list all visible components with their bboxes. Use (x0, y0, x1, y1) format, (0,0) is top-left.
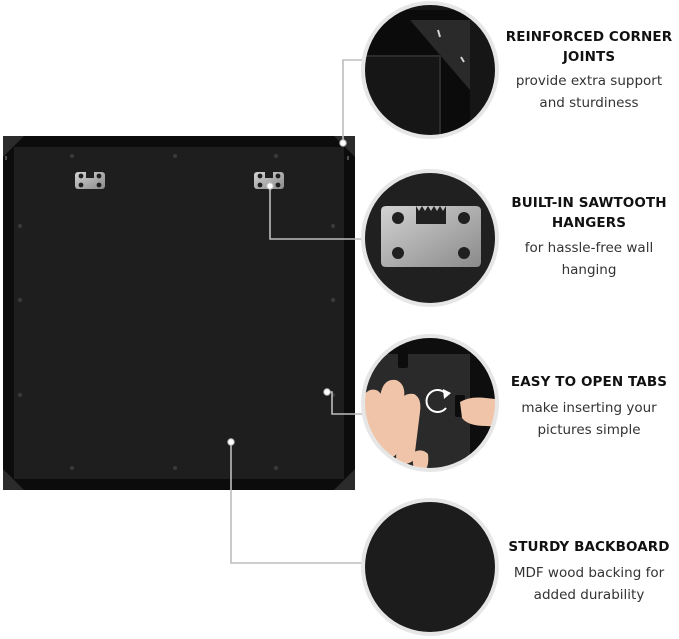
connector-lines (230, 59, 364, 564)
corner-bracket (334, 469, 355, 490)
feature-tabs-title: EASY TO OPEN TABS (510, 374, 668, 390)
sawtooth-hanger-detail-icon (361, 169, 499, 307)
feature-hanger-description: for hassle-free wall hanging (524, 240, 654, 278)
corner-joint-detail-icon (361, 1, 499, 139)
backboard (14, 147, 344, 479)
turn-tabs (18, 154, 335, 470)
feature-backboard-description: MDF wood backing for added durability (513, 565, 665, 603)
picture-frame-back (3, 136, 355, 490)
connector-dots (227, 139, 347, 446)
feature-hanger-title: BUILT-IN SAWTOOTH HANGERS (511, 195, 667, 231)
corner-bracket (3, 469, 24, 490)
backboard-detail-icon (361, 498, 499, 636)
sawtooth-hanger-right (254, 172, 284, 189)
corner-bracket (3, 136, 24, 157)
feature-tabs-description: make inserting your pictures simple (521, 400, 657, 438)
feature-corner-description: provide extra support and sturdiness (515, 73, 663, 111)
sawtooth-hanger-left (75, 172, 105, 189)
corner-bracket (334, 136, 355, 157)
feature-corner-title: REINFORCED CORNER JOINTS (505, 29, 673, 65)
hand-right (460, 397, 497, 428)
feature-backboard-title: STURDY BACKBOARD (508, 539, 670, 555)
